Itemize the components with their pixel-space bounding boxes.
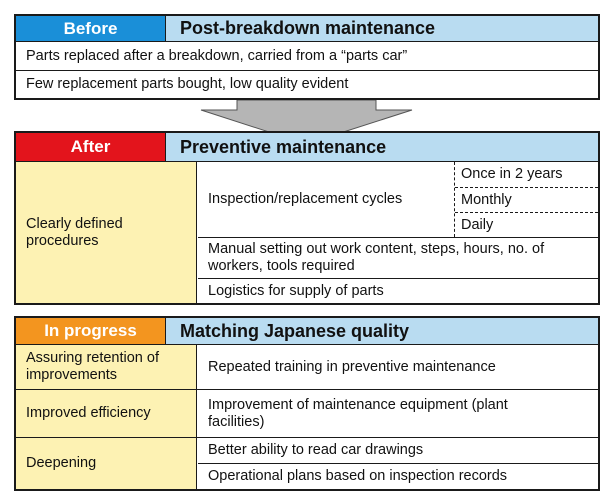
progress-divider-2 <box>16 437 598 438</box>
cycle-monthly: Monthly <box>461 191 512 208</box>
progress-item-training: Repeated training in preventive maintena… <box>208 358 496 375</box>
progress-label-efficiency-text: Improved efficiency <box>26 405 151 421</box>
progress-title: Matching Japanese quality <box>166 318 598 345</box>
progress-panel: In progress Matching Japanese quality As… <box>14 316 600 491</box>
after-manual: Manual setting out work content, steps, … <box>198 238 598 278</box>
cycles-label: Inspection/replacement cycles <box>208 191 403 207</box>
cycle-daily: Daily <box>461 216 494 233</box>
progress-label-retention-text: Assuring retention of improvements <box>26 350 159 383</box>
cycle-divider-2 <box>455 212 598 213</box>
cycle-once-in-2-years: Once in 2 years <box>461 166 563 182</box>
after-title: Preventive maintenance <box>166 133 598 162</box>
progress-item-plans: Operational plans based on inspection re… <box>208 468 508 484</box>
progress-tag: In progress <box>16 318 166 345</box>
after-logistics: Logistics for supply of parts <box>208 282 384 299</box>
progress-label-deepening-text: Deepening <box>26 455 97 471</box>
after-left-label: Clearly defined procedures <box>16 162 197 303</box>
after-panel: After Preventive maintenance Clearly def… <box>14 131 600 305</box>
after-divider-1 <box>198 237 598 238</box>
cycles-divider <box>454 162 455 237</box>
before-divider <box>16 70 598 71</box>
before-tag: Before <box>16 16 166 42</box>
before-row-1: Parts replaced after a breakdown, carrie… <box>26 47 408 64</box>
after-tag: After <box>16 133 166 162</box>
progress-divider-1 <box>16 389 598 390</box>
after-manual-text: Manual setting out work content, steps, … <box>208 241 545 274</box>
before-panel: Before Post-breakdown maintenance Parts … <box>14 14 600 100</box>
progress-label-retention: Assuring retention of improvements <box>16 345 197 389</box>
progress-label-deepening: Deepening <box>16 438 197 489</box>
progress-label-efficiency: Improved efficiency <box>16 390 197 437</box>
progress-item-equipment: Improvement of maintenance equipment (pl… <box>198 390 598 437</box>
after-left-label-text: Clearly defined procedures <box>26 215 123 249</box>
progress-item-equipment-text: Improvement of maintenance equipment (pl… <box>208 396 508 430</box>
progress-item-drawings: Better ability to read car drawings <box>208 442 424 458</box>
progress-divider-3 <box>198 463 598 464</box>
after-divider-2 <box>198 278 598 279</box>
before-title: Post-breakdown maintenance <box>166 16 598 42</box>
before-row-2: Few replacement parts bought, low qualit… <box>26 76 349 92</box>
cycle-divider-1 <box>455 187 598 188</box>
